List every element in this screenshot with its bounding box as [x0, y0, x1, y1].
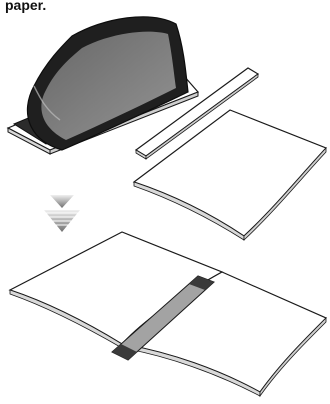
binding-strip: [134, 67, 260, 160]
joined-sheets: [8, 231, 328, 398]
down-arrow-icon: [44, 195, 80, 232]
book-with-film: [6, 16, 200, 155]
strip-dark-end-lower: [112, 344, 137, 360]
film-highlight: [33, 85, 61, 121]
arrow-upper-triangle: [50, 195, 74, 208]
strip-side: [145, 73, 259, 160]
strip-dark-end-upper: [189, 276, 214, 290]
sheet-side-edge: [243, 146, 327, 241]
caption-text: paper.: [5, 0, 47, 13]
right-sheet-side: [259, 317, 327, 398]
curled-film-window: [41, 31, 177, 141]
single-sheet: [132, 109, 328, 241]
sheet-face: [132, 109, 328, 237]
